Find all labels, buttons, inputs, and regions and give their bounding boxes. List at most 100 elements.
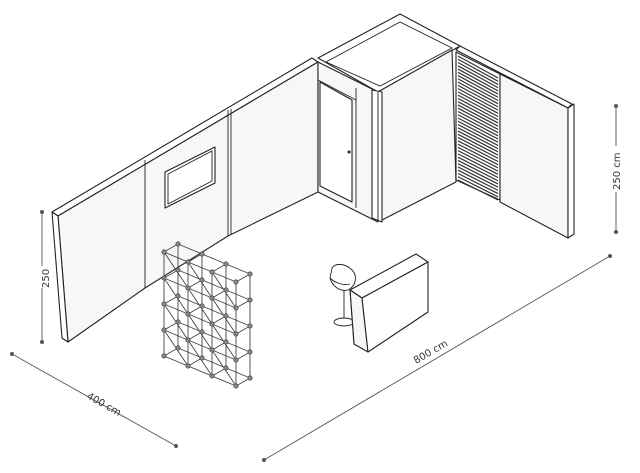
shelf-connector <box>233 331 239 337</box>
slat <box>457 71 499 95</box>
slat <box>457 137 499 159</box>
shelf-connector <box>247 349 253 355</box>
shelf-edge <box>163 277 237 309</box>
slat <box>457 169 499 191</box>
shelf-connector <box>247 297 253 303</box>
shelf-edge <box>163 347 179 357</box>
shelf-edge <box>211 263 227 273</box>
shelf-connector <box>223 339 229 345</box>
dimension-width: 400 cm <box>10 352 178 448</box>
right-side-wall <box>455 45 575 239</box>
cube-shelf <box>161 241 253 389</box>
shelf-connector <box>161 249 167 255</box>
shelf-edge <box>177 243 251 275</box>
shelf-edge <box>177 295 251 327</box>
shelf-connector <box>199 355 205 361</box>
slat <box>457 156 499 179</box>
shelf-edge <box>163 303 237 335</box>
shelf-edge <box>235 377 251 387</box>
slat <box>457 55 499 79</box>
shelf-edge <box>163 355 237 387</box>
shelf-edge <box>163 269 179 279</box>
shelf-edge <box>163 243 179 253</box>
slat <box>457 172 499 195</box>
slat-wall <box>455 51 501 201</box>
dimension-length: 800 cm <box>262 254 612 462</box>
shelf-edge <box>211 341 227 351</box>
shelf-connector <box>185 285 191 291</box>
shelf-edge <box>187 357 203 367</box>
shelf-connector <box>209 373 215 379</box>
shelf-connector <box>185 311 191 317</box>
slat <box>457 146 499 169</box>
slat <box>457 159 499 182</box>
shelf-connector <box>247 323 253 329</box>
shelf-connector <box>233 305 239 311</box>
shelf-edge <box>235 351 251 361</box>
shelf-edge <box>211 289 227 299</box>
shelf-connector <box>223 365 229 371</box>
slat <box>457 166 499 188</box>
door-handle-icon <box>347 150 351 154</box>
shelf-connector <box>175 293 181 299</box>
slat <box>457 117 499 140</box>
shelf-connector <box>209 269 215 275</box>
slat <box>457 120 499 143</box>
shelf-connector <box>223 261 229 267</box>
slat <box>457 81 499 105</box>
shelf-connector <box>233 357 239 363</box>
shelf-connector <box>233 383 239 389</box>
slat <box>457 140 499 163</box>
shelf-edge <box>235 299 251 309</box>
width-label: 400 cm <box>85 391 123 419</box>
shelf-edge <box>211 315 227 325</box>
shelf-edge <box>163 295 179 305</box>
slat <box>457 179 499 201</box>
storage-room <box>317 13 461 223</box>
shelf-connector <box>199 303 205 309</box>
slat <box>457 94 499 118</box>
shelf-edge <box>187 305 203 315</box>
shelf-connector <box>161 301 167 307</box>
slat <box>457 163 499 185</box>
shelf-edge <box>187 279 203 289</box>
shelf-connector <box>199 251 205 257</box>
shelf-edge <box>177 321 251 353</box>
slat <box>457 75 499 98</box>
shelf-edge <box>163 251 237 283</box>
slat <box>457 150 499 172</box>
slat <box>457 97 499 121</box>
slat <box>457 62 499 85</box>
slat <box>457 101 499 124</box>
slat <box>457 58 499 82</box>
shelf-connector <box>247 375 253 381</box>
shelf-edge <box>235 325 251 335</box>
slat <box>457 176 499 198</box>
shelf-edge <box>187 253 203 263</box>
dimension-height-left: 250 <box>36 210 52 344</box>
shelf-connector <box>175 319 181 325</box>
shelf-connector <box>161 353 167 359</box>
shelf-edge <box>235 273 251 283</box>
slat <box>457 114 499 137</box>
shelf-connector <box>209 295 215 301</box>
shelf-connector <box>161 275 167 281</box>
slat <box>457 153 499 175</box>
shelf-connector <box>223 313 229 319</box>
shelf-edge <box>177 347 251 379</box>
shelf-edge <box>163 321 179 331</box>
shelf-connector <box>185 363 191 369</box>
shelf-edge <box>177 269 251 301</box>
slat <box>457 143 499 166</box>
slat <box>457 78 499 102</box>
shelf-edge <box>163 329 237 361</box>
slat <box>457 91 499 114</box>
shelf-connector <box>199 277 205 283</box>
length-label: 800 cm <box>412 338 450 366</box>
shelf-connector <box>175 267 181 273</box>
slat <box>457 123 499 146</box>
slat <box>457 133 499 156</box>
slat <box>457 130 499 153</box>
height-right-label: 250 cm <box>612 152 623 190</box>
shelf-connector <box>175 345 181 351</box>
